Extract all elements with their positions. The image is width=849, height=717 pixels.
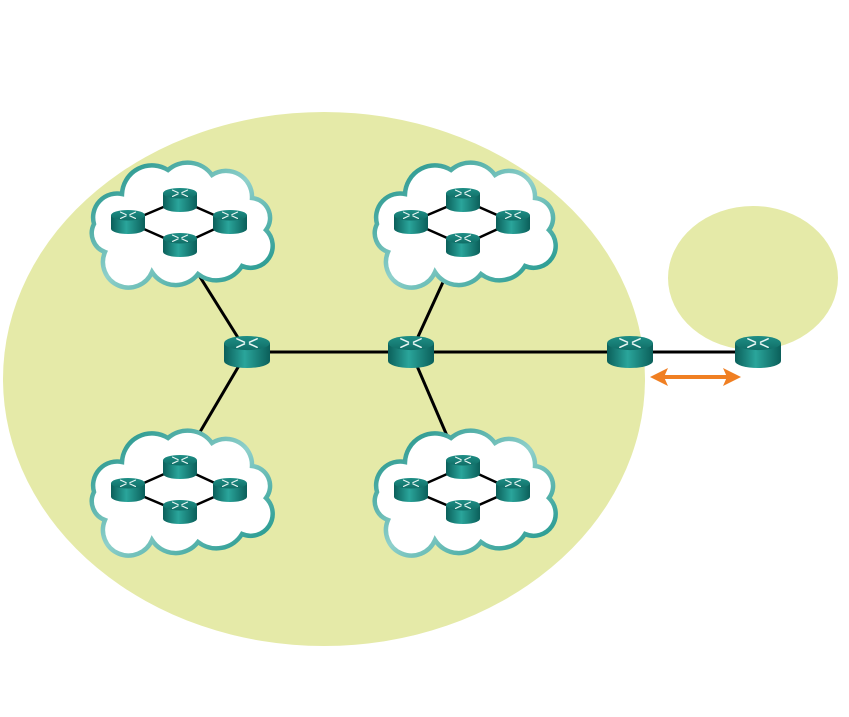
router-arrows-icon — [119, 479, 137, 488]
cloud-router — [394, 210, 428, 234]
router-arrows-icon — [454, 456, 472, 465]
cloud-router — [496, 478, 530, 502]
router-arrows-icon — [171, 456, 189, 465]
router-arrows-icon — [454, 501, 472, 510]
router-top — [735, 336, 781, 351]
router-top — [163, 455, 197, 466]
router-top — [496, 478, 530, 489]
cloud-icon — [372, 160, 558, 290]
router-top — [111, 478, 145, 489]
router-top — [163, 233, 197, 244]
cloud-router — [111, 478, 145, 502]
router-base — [446, 246, 480, 257]
router-arrows-icon — [402, 479, 420, 488]
boundary-router — [607, 336, 653, 368]
router-base — [496, 223, 530, 234]
cloud-router — [163, 188, 197, 212]
router-arrows-icon — [221, 211, 239, 220]
router-top — [394, 478, 428, 489]
router-base — [163, 201, 197, 212]
area-router-1 — [224, 336, 270, 368]
cloud-router — [446, 188, 480, 212]
router-arrows-icon — [454, 234, 472, 243]
arrow-head-right — [723, 368, 741, 386]
cloud-icon — [89, 160, 275, 290]
router-arrows-icon — [236, 338, 258, 349]
router-top — [446, 233, 480, 244]
router-base — [213, 491, 247, 502]
router-arrows-icon — [171, 234, 189, 243]
router-top — [388, 336, 434, 351]
router-arrows-icon — [747, 338, 769, 349]
router-top — [213, 478, 247, 489]
router-arrows-icon — [504, 479, 522, 488]
router-arrows-icon — [400, 338, 422, 349]
cloud-icon — [89, 428, 275, 558]
cloud-icon — [372, 428, 558, 558]
router-base — [388, 353, 434, 368]
router-top — [111, 210, 145, 221]
cloud-router — [394, 478, 428, 502]
router-top — [446, 500, 480, 511]
router-base — [496, 491, 530, 502]
router-base — [163, 468, 197, 479]
cloud-router — [446, 455, 480, 479]
router-arrows-icon — [454, 189, 472, 198]
router-arrows-icon — [171, 189, 189, 198]
double-arrow-icon — [650, 368, 741, 386]
router-arrows-icon — [171, 501, 189, 510]
external-area — [668, 206, 838, 350]
router-arrows-icon — [402, 211, 420, 220]
router-base — [446, 468, 480, 479]
router-base — [394, 223, 428, 234]
cloud-router — [163, 500, 197, 524]
cloud-router — [496, 210, 530, 234]
router-base — [607, 353, 653, 368]
router-base — [163, 513, 197, 524]
cloud-network-1 — [89, 160, 275, 290]
cloud-router — [213, 210, 247, 234]
router-arrows-icon — [619, 338, 641, 349]
arrow-head-left — [650, 368, 668, 386]
cloud-network-2 — [372, 160, 558, 290]
router-top — [213, 210, 247, 221]
router-base — [213, 223, 247, 234]
router-top — [496, 210, 530, 221]
cloud-router — [111, 210, 145, 234]
router-base — [111, 223, 145, 234]
external-router — [735, 336, 781, 368]
router-arrows-icon — [221, 479, 239, 488]
backbone-area — [3, 112, 645, 646]
cloud-network-4 — [372, 428, 558, 558]
router-top — [394, 210, 428, 221]
router-top — [607, 336, 653, 351]
router-arrows-icon — [504, 211, 522, 220]
router-top — [163, 500, 197, 511]
router-base — [735, 353, 781, 368]
router-top — [163, 188, 197, 199]
router-top — [224, 336, 270, 351]
router-top — [446, 188, 480, 199]
area-router-2 — [388, 336, 434, 368]
router-base — [446, 513, 480, 524]
cloud-router — [446, 233, 480, 257]
cloud-router — [446, 500, 480, 524]
router-base — [224, 353, 270, 368]
cloud-network-3 — [89, 428, 275, 558]
router-top — [446, 455, 480, 466]
cloud-router — [213, 478, 247, 502]
cloud-router — [163, 233, 197, 257]
cloud-router — [163, 455, 197, 479]
router-base — [163, 246, 197, 257]
router-base — [446, 201, 480, 212]
router-arrows-icon — [119, 211, 137, 220]
router-base — [394, 491, 428, 502]
router-base — [111, 491, 145, 502]
